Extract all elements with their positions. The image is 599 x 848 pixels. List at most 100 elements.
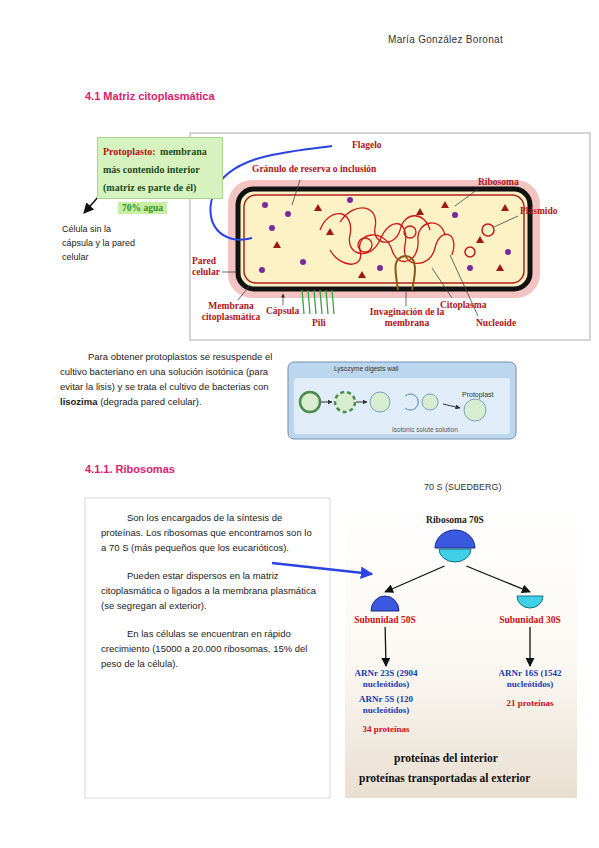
subunit-node: Subunidad 30S	[490, 594, 570, 625]
text-label: Invaginación de la membrana	[362, 307, 452, 329]
svg-circle	[404, 226, 416, 238]
text-label: Ribosoma	[478, 177, 519, 188]
dish	[288, 362, 516, 439]
ribosome-panel	[345, 498, 577, 798]
svg-path	[517, 596, 543, 608]
svg-line	[314, 290, 316, 314]
figure-panel	[190, 133, 590, 340]
connector-arrow	[385, 566, 445, 592]
node-text: ARNr 5S (120 nucleótidos)	[340, 694, 432, 716]
node-text: En las células se encuentran en rápido c…	[101, 626, 316, 671]
connector-arrow	[529, 627, 530, 666]
svg-circle	[269, 225, 275, 231]
text-label: Isotonic solute solution	[392, 426, 458, 433]
capsule	[228, 180, 540, 298]
section-title: 4.1 Matriz citoplasmática	[85, 90, 215, 102]
svg-path	[435, 530, 475, 548]
text-label: María González Boronat	[388, 34, 503, 45]
svg-circle	[505, 249, 511, 255]
note-box: 70% agua	[118, 202, 167, 214]
text-label: Protoplast	[462, 391, 494, 398]
svg-line	[222, 272, 236, 273]
rna-node: ARNr 23S (2904 nucleótidos) ARNr 5S (120 …	[340, 668, 432, 734]
svg-circle	[370, 392, 390, 412]
svg-circle	[452, 212, 458, 218]
svg-line	[238, 285, 250, 300]
svg-line	[326, 290, 328, 314]
svg-circle	[300, 259, 306, 265]
node-text: ARNr 23S (2904 nucleótidos)	[340, 668, 432, 690]
membrane	[244, 195, 524, 283]
paragraph-text: lisozima	[60, 396, 98, 407]
svg-circle	[335, 392, 355, 412]
svg-path	[496, 264, 504, 271]
node-text: Ribosoma 70S	[400, 515, 510, 525]
svg-line	[432, 268, 452, 298]
node-text: 21 proteínas	[484, 698, 576, 708]
svg-line	[455, 189, 478, 206]
text-label: Citoplasma	[440, 300, 486, 311]
ribosome-icon	[433, 528, 477, 564]
paragraph-text: (degrada pared celular).	[100, 396, 201, 407]
svg-path	[416, 208, 424, 215]
flagellum	[210, 146, 332, 240]
connector-arrow	[466, 566, 530, 592]
svg-line	[321, 402, 332, 403]
svg-circle	[285, 211, 291, 217]
svg-path	[405, 394, 418, 410]
pili	[302, 290, 334, 314]
text-label: Nucleoide	[476, 318, 516, 329]
text-label: 70 S (SUEDBERG)	[424, 482, 502, 492]
node-text: 70% agua	[122, 203, 163, 213]
ribosome-node: Ribosoma 70S	[400, 515, 510, 564]
node-text: 34 proteínas	[340, 724, 432, 734]
text-label: Pili	[312, 318, 326, 329]
pointer-arrow	[272, 563, 372, 574]
svg-line	[443, 404, 460, 408]
svg-path	[314, 204, 322, 211]
text-label: 4.1.1. Ribosomas	[85, 463, 175, 475]
node-text: Protoplasto:	[103, 146, 156, 157]
paragraph: Para obtener protoplastos se resuspende …	[60, 349, 282, 409]
plasmids	[465, 224, 494, 257]
node-text: ARNr 16S (1542 nucleótidos)	[484, 668, 576, 690]
text-label: proteínas transportadas al exterior	[359, 772, 530, 784]
cell-sequence	[300, 392, 486, 421]
text-label: proteínas del interior	[394, 752, 498, 764]
text-box: Son los encargados de la síntesis de pro…	[85, 498, 330, 681]
node-text: Son los encargados de la síntesis de pro…	[101, 510, 316, 555]
svg-circle	[347, 197, 353, 203]
svg-line	[292, 180, 300, 205]
text-label: Célula sin la cápsula y la pared celular	[62, 222, 144, 264]
svg-path	[501, 204, 509, 211]
svg-line	[302, 290, 304, 314]
svg-circle	[465, 247, 475, 257]
svg-path	[273, 241, 281, 248]
svg-path	[441, 201, 449, 208]
text-label: Cápsula	[266, 306, 299, 317]
text-label: Membrana citoplasmática	[190, 301, 272, 323]
rna-node: ARNr 16S (1542 nucleótidos) 21 proteínas	[484, 668, 576, 708]
svg-circle	[300, 392, 320, 412]
text-label: Gránulo de reserva o inclusión	[252, 164, 376, 175]
paragraph-text: Para obtener protoplastos se resuspende …	[60, 351, 272, 392]
text-label: Plásmido	[520, 206, 557, 217]
svg-line	[308, 290, 310, 314]
subunit-node: Subunidad 50S	[345, 594, 425, 625]
svg-line	[320, 290, 322, 314]
node-text: Pueden estar dispersos en la matriz cito…	[101, 568, 316, 613]
nucleoid	[320, 208, 454, 264]
cell-wall	[238, 189, 530, 289]
svg-path	[340, 208, 430, 242]
svg-line	[283, 294, 284, 305]
svg-line	[494, 216, 518, 227]
svg-circle	[482, 224, 494, 236]
svg-path	[476, 236, 484, 243]
svg-circle	[377, 265, 383, 271]
svg-path	[371, 596, 399, 611]
text-label: Lysozyme digests wall	[334, 365, 398, 372]
svg-circle	[262, 202, 268, 208]
note-box: Protoplasto: membrana más contenido inte…	[97, 137, 223, 199]
svg-path	[330, 223, 445, 264]
